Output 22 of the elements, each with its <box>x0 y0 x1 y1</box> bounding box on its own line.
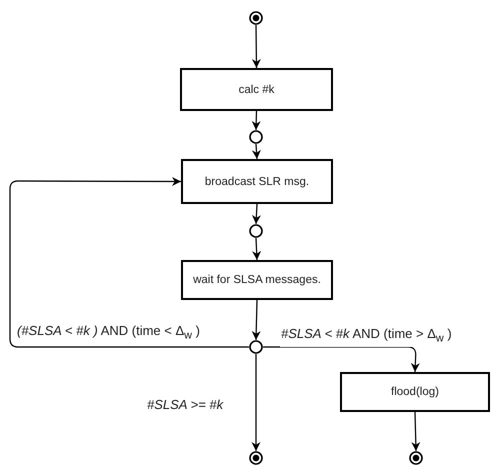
junction-circle <box>249 340 263 354</box>
process-box: wait for SLSA messages. <box>181 260 333 300</box>
process-box: calc #k <box>180 68 333 111</box>
terminal-node <box>249 11 263 25</box>
terminal-node <box>249 451 263 465</box>
arrow <box>411 412 420 452</box>
arrow <box>252 238 262 260</box>
arrow <box>9 176 249 348</box>
process-box: broadcast SLR msg. <box>181 159 333 204</box>
arrow <box>252 354 260 451</box>
arrow <box>252 300 261 340</box>
arrow <box>263 346 420 372</box>
arrow <box>252 25 261 68</box>
edge-label: #SLSA < #k AND (time > Δ$_{w}$ ) <box>280 326 453 347</box>
edge-label: #SLSA >= #k <box>146 397 224 412</box>
process-box: flood(log) <box>340 372 490 412</box>
junction-circle <box>249 224 263 238</box>
terminal-node <box>409 451 423 465</box>
arrow <box>252 144 261 160</box>
arrow <box>252 110 261 130</box>
arrow <box>252 204 261 224</box>
junction-circle <box>249 130 263 144</box>
